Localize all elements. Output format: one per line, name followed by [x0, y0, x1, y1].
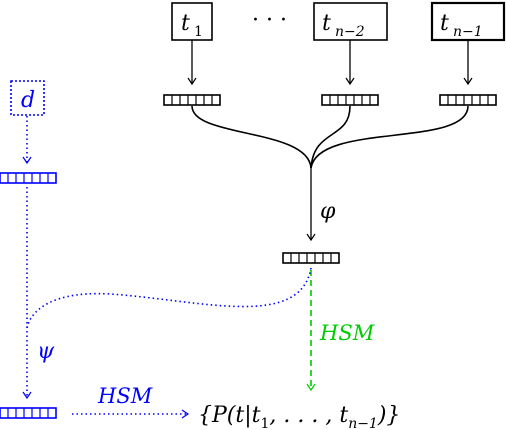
vector-outline — [282, 252, 340, 264]
token-base: t — [322, 11, 331, 36]
input-token-tn-1: t n−1 — [430, 1, 506, 42]
vector-outline — [439, 94, 497, 106]
output-distribution: {P(t|t1, . . . , tn−1)} — [198, 403, 400, 430]
output-middle: , . . . , t — [269, 403, 348, 428]
token-subscript: n−1 — [453, 24, 483, 40]
vector-outline — [0, 407, 57, 419]
vector-outline — [321, 94, 379, 106]
svg-text:{P(t|t1, . . . , tn−1)}: {P(t|t1, . . . , tn−1)} — [198, 403, 400, 430]
psi-connector-curve — [26, 267, 312, 331]
document-box — [10, 80, 45, 116]
merge-connector — [191, 105, 469, 169]
output-sub1: 1 — [260, 416, 269, 430]
phi-label: φ — [320, 199, 336, 224]
output-subn: n−1 — [348, 416, 378, 430]
embedding-vector-tn1 — [439, 94, 497, 106]
hidden-context-vector — [282, 252, 340, 264]
output-open: {P(t|t — [198, 403, 261, 428]
document-label: d — [21, 88, 35, 113]
ellipsis: · · · — [252, 8, 287, 33]
input-token-tn-2: t n−2 — [313, 2, 388, 41]
token-base: t — [181, 11, 190, 36]
token-base: t — [440, 11, 449, 36]
token-subscript: n−2 — [335, 24, 365, 40]
input-token-t1: t 1 — [171, 2, 213, 41]
psi-label: ψ — [37, 339, 55, 364]
document-output-vector — [0, 407, 57, 419]
vector-outline — [163, 94, 221, 106]
embedding-vector-t1 — [163, 94, 221, 106]
vector-outline — [0, 172, 57, 184]
output-close: )} — [377, 403, 401, 428]
token-subscript: 1 — [194, 24, 203, 40]
hsm-blue-label: HSM — [97, 384, 153, 408]
document-vector — [0, 172, 57, 184]
embedding-vector-tn2 — [321, 94, 379, 106]
hsm-green-label: HSM — [319, 321, 375, 345]
